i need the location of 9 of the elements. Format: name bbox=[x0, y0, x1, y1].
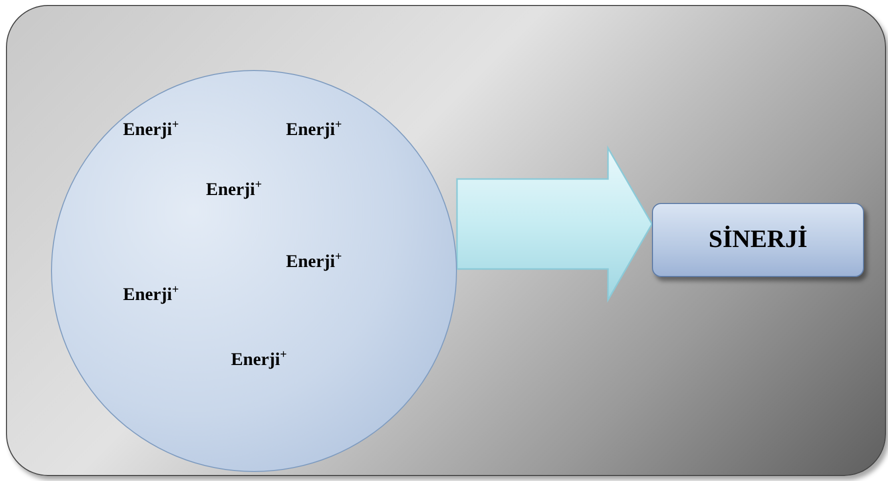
energy-label: Enerji$^{+}$ bbox=[206, 177, 262, 200]
energy-label: Enerji$^{+}$ bbox=[231, 347, 287, 370]
result-box bbox=[652, 203, 864, 277]
energy-label: Enerji$^{+}$ bbox=[123, 282, 179, 305]
energy-label: Enerji$^{+}$ bbox=[286, 117, 342, 140]
energy-label: Enerji$^{+}$ bbox=[286, 249, 342, 272]
node-label: SİNERJİ bbox=[708, 226, 808, 254]
energy-label: Enerji$^{+}$ bbox=[123, 117, 179, 140]
block-arrow bbox=[456, 145, 653, 303]
